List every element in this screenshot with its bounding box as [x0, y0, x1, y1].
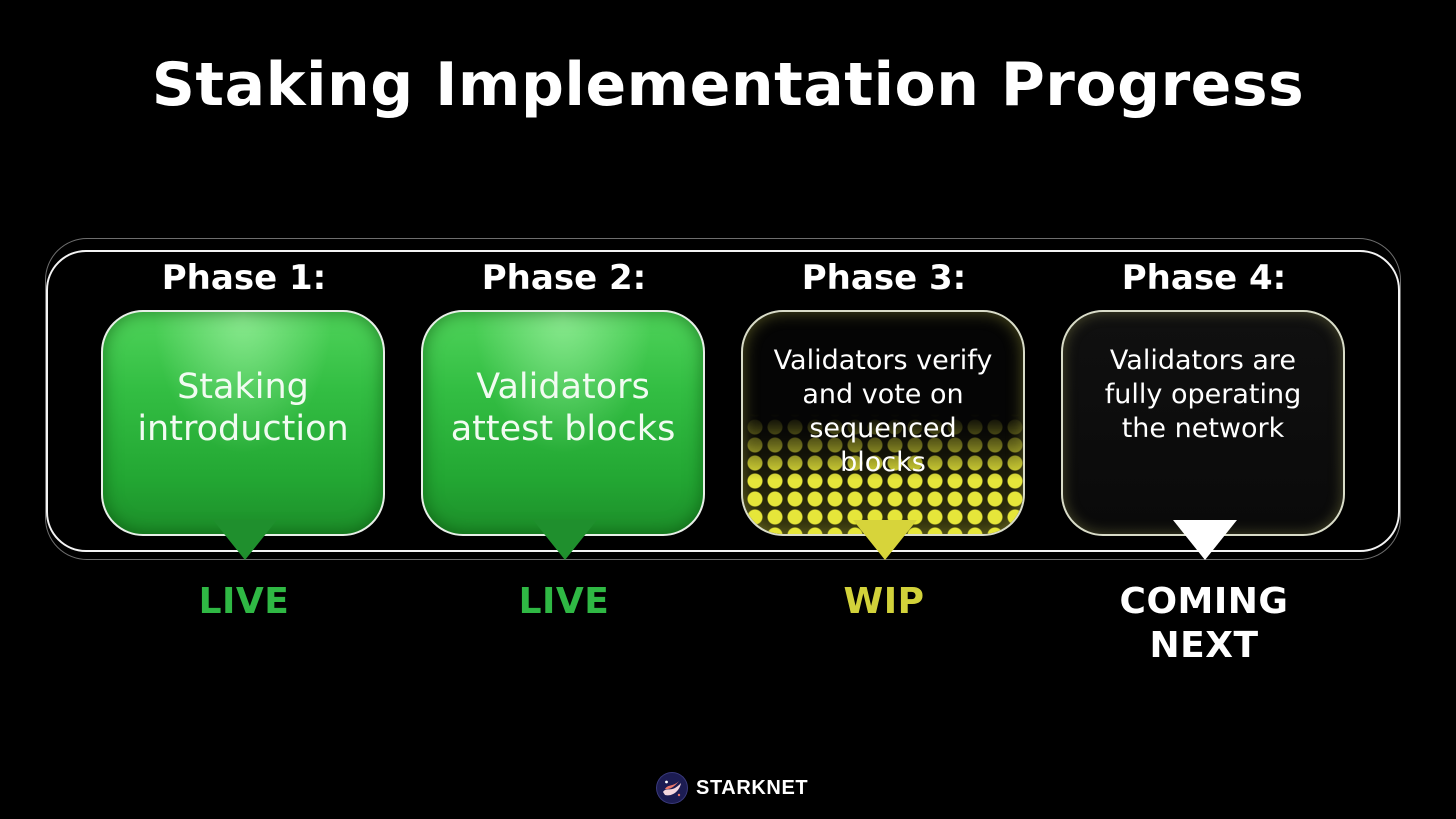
phase-4-status: COMING NEXT: [1119, 581, 1289, 666]
phase-2-card: Validators attest blocks: [421, 310, 705, 536]
phase-4-pointer-icon: [1173, 520, 1237, 560]
starknet-logo-icon: [656, 772, 688, 804]
brand-name: STARKNET: [696, 776, 809, 799]
phase-2-pointer-icon: [533, 520, 597, 560]
phase-4: Phase 4: Validators are fully operating …: [1059, 258, 1349, 678]
phase-3-status: WIP: [843, 581, 925, 622]
phase-3-label: Phase 3:: [801, 258, 967, 298]
timeline-frame-outer: [45, 238, 1401, 560]
timeline-frame: [46, 250, 1400, 552]
phase-4-description: Validators are fully operating the netwo…: [1104, 345, 1302, 444]
phase-2-status: LIVE: [518, 581, 610, 622]
phase-4-label: Phase 4:: [1121, 258, 1287, 298]
phase-3-description: Validators verify and vote on sequenced …: [773, 345, 993, 478]
phase-3-dot-pattern-icon: [743, 414, 1023, 534]
phase-2-description: Validators attest blocks: [450, 367, 676, 449]
phase-3-card: Validators verify and vote on sequenced …: [741, 310, 1025, 536]
phase-1: Phase 1: Staking introduction LIVE: [99, 258, 389, 678]
phase-2: Phase 2: Validators attest blocks LIVE: [419, 258, 709, 678]
page-title: Staking Implementation Progress: [151, 50, 1305, 120]
phase-1-status: LIVE: [198, 581, 290, 622]
phase-1-description: Staking introduction: [137, 367, 349, 449]
phase-1-pointer-icon: [213, 520, 277, 560]
phase-3-pointer-icon: [853, 520, 917, 560]
phase-4-card: Validators are fully operating the netwo…: [1061, 310, 1345, 536]
footer-brand: STARKNET: [656, 771, 808, 805]
phase-3: Phase 3: Validators verify and vote on s…: [739, 258, 1029, 678]
phase-1-card: Staking introduction: [101, 310, 385, 536]
phase-2-label: Phase 2:: [481, 258, 647, 298]
phase-1-label: Phase 1:: [161, 258, 327, 298]
